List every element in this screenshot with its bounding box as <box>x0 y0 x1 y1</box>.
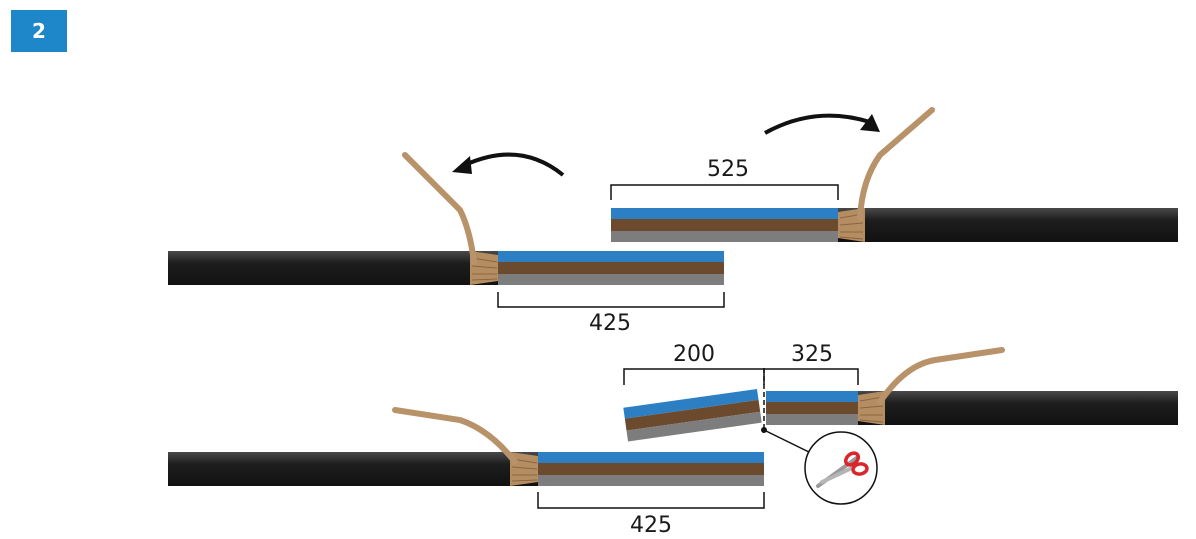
dimension-bracket-325 <box>764 368 859 385</box>
dimension-label-525: 525 <box>707 157 749 182</box>
scissors-icon <box>804 431 878 505</box>
layer-stack-left-top <box>498 251 724 285</box>
lifted-strand-right-bottom <box>877 347 1005 405</box>
cable-left-bottom <box>168 452 538 486</box>
lifted-strand-left-bottom <box>392 407 518 465</box>
cut-off-layer-piece <box>623 388 762 442</box>
step-number-badge: 2 <box>11 10 67 52</box>
dimension-label-325: 325 <box>791 342 833 367</box>
dimension-bracket-425-top <box>497 292 725 308</box>
layer-stack-right-top <box>611 208 838 242</box>
lifted-strand-left-top <box>402 152 477 265</box>
dimension-label-425-bottom: 425 <box>630 513 672 538</box>
layer-stack-right-bottom <box>766 391 858 425</box>
scissors-pointer-line <box>763 429 816 456</box>
arrowhead-left <box>452 156 472 174</box>
layer-stack-left-bottom <box>538 452 764 486</box>
dimension-label-200: 200 <box>673 342 715 367</box>
curved-arrow-icon <box>764 113 871 135</box>
dimension-bracket-200 <box>623 368 765 385</box>
lifted-strand-right-top <box>857 107 935 221</box>
strand-fan-left-top <box>470 251 498 285</box>
curved-arrow-icon <box>464 152 565 177</box>
cable-right-bottom <box>858 391 1178 425</box>
cable-right-top <box>838 208 1178 242</box>
arrowhead-right <box>860 114 880 132</box>
dimension-bracket-425-bottom <box>537 492 765 509</box>
dimension-label-425-top: 425 <box>589 311 631 336</box>
cable-left-top <box>168 251 498 285</box>
dimension-bracket-525 <box>610 184 839 200</box>
